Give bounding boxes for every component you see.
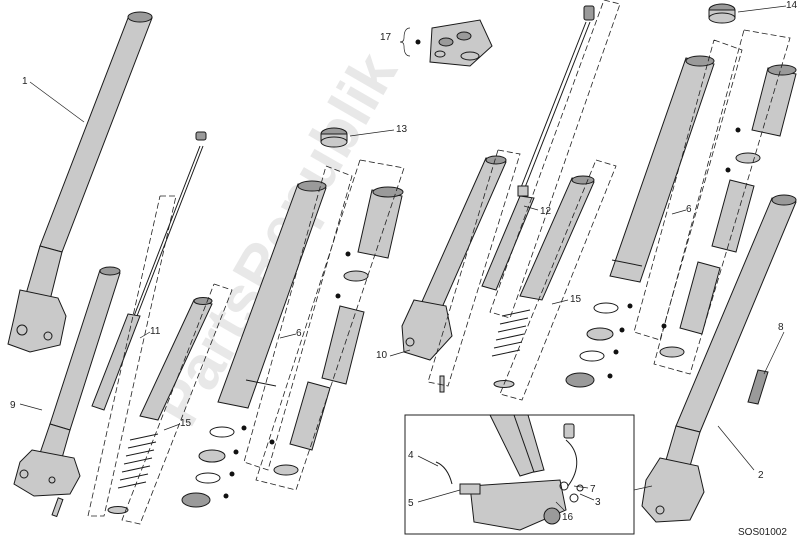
spring-left: [107, 283, 233, 525]
callout-6a: 6: [296, 328, 302, 339]
damper-rod-12: [481, 0, 621, 319]
callout-12: 12: [540, 206, 552, 217]
inner-tube-right: [609, 39, 743, 341]
fork-cap-14: [708, 3, 736, 24]
callout-14: 14: [786, 0, 798, 11]
inner-tube-left: [217, 165, 353, 471]
callout-4: 4: [408, 450, 414, 461]
callout-6b: 6: [686, 204, 692, 215]
tube-pieces-left-right: [255, 159, 405, 491]
tube-pieces-right: [653, 29, 797, 375]
callout-1: 1: [22, 76, 28, 87]
callout-17: 17: [380, 32, 392, 43]
seal-stack-right: [565, 302, 633, 388]
fork-leg-right-assembled: [641, 194, 797, 523]
callout-9: 9: [10, 400, 16, 411]
callout-10: 10: [376, 350, 388, 361]
spring-coils-left: [117, 433, 159, 489]
callout-13: 13: [396, 124, 408, 135]
callout-7: 7: [590, 484, 596, 495]
fork-leg-right-middle: [401, 149, 521, 393]
diagram-code: SOS01002: [738, 527, 787, 538]
callout-16: 16: [562, 512, 574, 523]
callout-leaders: [19, 5, 787, 511]
seal-kit-17: [399, 19, 493, 67]
fork-cap-13: [320, 127, 348, 148]
callout-2: 2: [758, 470, 764, 481]
fork-leg-left-assembled: [7, 11, 153, 353]
callout-8: 8: [778, 322, 784, 333]
fork-leg-left-exploded: [13, 266, 121, 518]
callout-15b: 15: [570, 294, 582, 305]
seal-stack-left: [181, 425, 247, 508]
cartridge-left: [87, 131, 207, 517]
callout-15a: 15: [180, 418, 192, 429]
callout-11: 11: [150, 326, 161, 337]
callout-3: 3: [595, 497, 601, 508]
spring-right: [491, 159, 617, 401]
sensor-detail-inset: [404, 414, 653, 535]
callout-5: 5: [408, 498, 414, 509]
callout-labels: 1 2 3 4 5 6 6 7 8 9 10 11 12 13 14 15 15…: [10, 0, 798, 523]
part-8-strip: [747, 369, 769, 405]
